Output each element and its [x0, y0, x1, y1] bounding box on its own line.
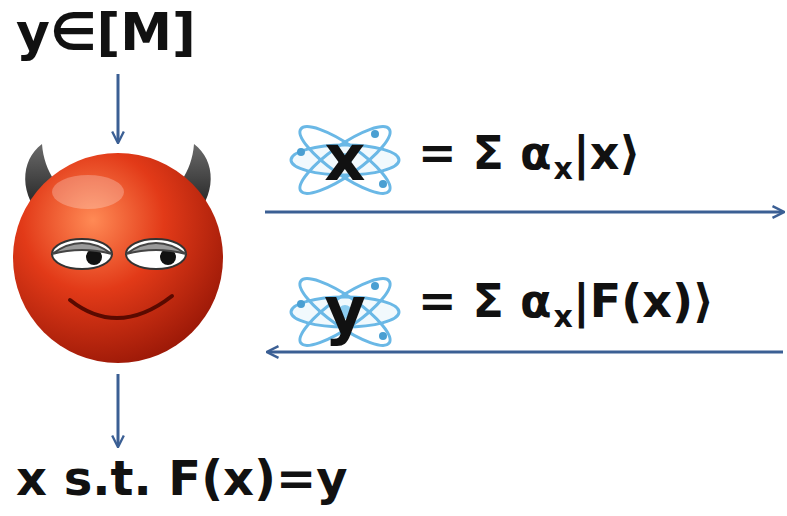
subscript: x — [554, 300, 573, 333]
formula-row: = Σ αx|x⟩ — [418, 128, 640, 179]
arrow-down — [117, 74, 120, 142]
atom-icon — [291, 117, 399, 204]
arrow-left — [268, 351, 783, 354]
subscript: x — [554, 152, 573, 185]
atom-icon — [291, 269, 399, 356]
formula-text: = Σ α — [418, 276, 552, 327]
arrow-down — [117, 374, 120, 446]
register-letter: y — [324, 278, 366, 342]
formula-text: |x⟩ — [573, 128, 641, 179]
arrow-right — [265, 211, 783, 214]
input-label: y∈[M] — [16, 4, 196, 61]
formula-row: = Σ αx|F(x)⟩ — [418, 276, 714, 327]
formula-text: = Σ α — [418, 128, 552, 179]
output-label: x s.t. F(x)=y — [16, 452, 348, 505]
register-letter: x — [324, 126, 365, 190]
devil-face — [13, 144, 223, 363]
formula-text: |F(x)⟩ — [573, 276, 714, 327]
